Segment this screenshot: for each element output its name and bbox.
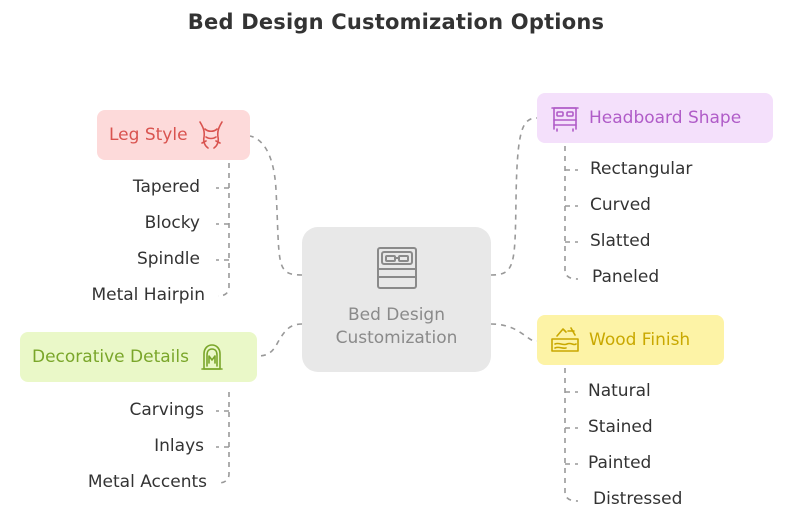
ornament-icon (197, 342, 227, 372)
leg-style-label: Leg Style (109, 125, 188, 145)
leg-style-item: Blocky (144, 213, 200, 233)
headboard-shape-item: Slatted (590, 231, 651, 251)
center-label-line2: Customization (335, 328, 458, 348)
decorative-details-item: Inlays (154, 436, 204, 456)
decorative-details-label: Decorative Details (32, 347, 189, 367)
wood-finish-item: Distressed (593, 489, 683, 509)
branch-decorative-details: Decorative Details (20, 332, 257, 382)
center-node: Bed Design Customization (302, 227, 491, 372)
tree-headboard (564, 146, 579, 280)
wood-finish-item: Natural (588, 381, 651, 401)
link-decorative (256, 323, 303, 357)
center-label-line1: Bed Design (347, 305, 445, 325)
decorative-details-item: Carvings (129, 400, 204, 420)
wood-plank-icon (549, 325, 581, 355)
leg-style-item: Metal Hairpin (91, 285, 205, 305)
tree-decorative (217, 392, 230, 484)
headboard-icon (549, 103, 581, 133)
link-headboard (490, 117, 538, 276)
bed-icon (302, 245, 491, 296)
link-leg-style (249, 135, 303, 276)
wood-finish-item: Stained (588, 417, 653, 437)
branch-headboard-shape: Headboard Shape (537, 93, 773, 143)
tree-leg-style (217, 163, 230, 297)
leg-icon (196, 119, 226, 151)
headboard-shape-item: Rectangular (590, 159, 693, 179)
headboard-shape-item: Curved (590, 195, 651, 215)
decorative-details-item: Metal Accents (87, 472, 207, 492)
branch-leg-style: Leg Style (97, 110, 250, 160)
branch-wood-finish: Wood Finish (537, 315, 724, 365)
headboard-shape-item: Paneled (592, 267, 660, 287)
leg-style-item: Tapered (132, 177, 200, 197)
tree-wood (564, 368, 579, 502)
wood-finish-item: Painted (588, 453, 652, 473)
link-wood (490, 323, 538, 342)
headboard-shape-label: Headboard Shape (589, 108, 742, 128)
leg-style-item: Spindle (136, 249, 200, 269)
wood-finish-label: Wood Finish (589, 330, 691, 350)
diagram-title: Bed Design Customization Options (187, 10, 605, 34)
